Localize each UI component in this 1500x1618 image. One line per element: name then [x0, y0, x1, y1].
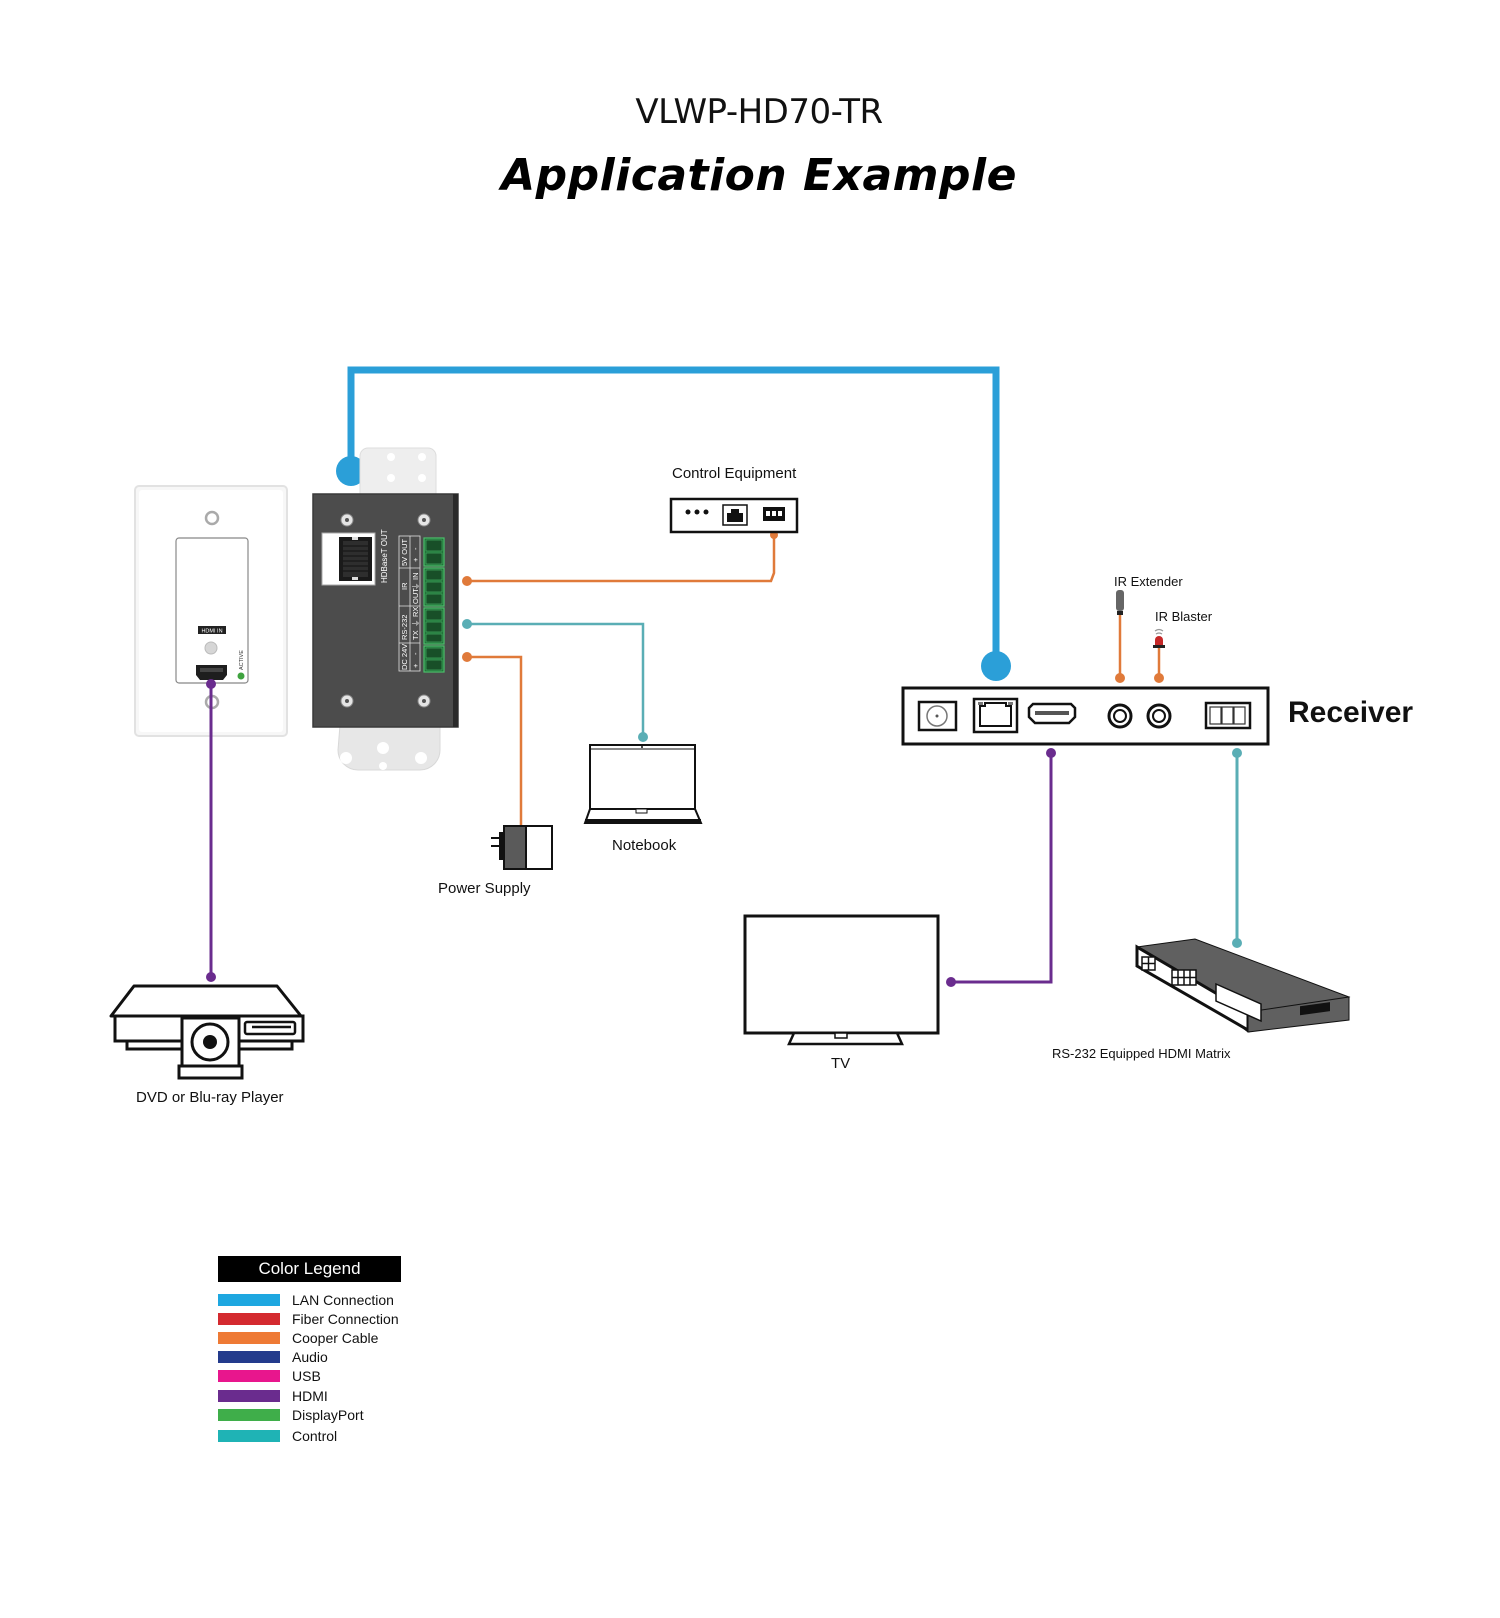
- ir-blaster-icon: [1153, 628, 1165, 683]
- legend-label: HDMI: [292, 1387, 328, 1404]
- legend-label: Fiber Connection: [292, 1310, 399, 1327]
- terminal-group-label: 5V OUT: [400, 538, 409, 566]
- svg-text:-: -: [411, 547, 420, 550]
- svg-text:+: +: [411, 663, 420, 668]
- legend-item: Control: [218, 1426, 401, 1445]
- ir-blaster-label: IR Blaster: [1155, 609, 1213, 624]
- hdbaset-port-icon: [321, 532, 376, 586]
- dvd-player-icon: [109, 984, 305, 1080]
- color-legend: Color Legend LAN Connection Fiber Connec…: [218, 1256, 401, 1446]
- screw-icon: [340, 513, 431, 708]
- legend-item: Cooper Cable: [218, 1328, 401, 1347]
- hdmi-cable-display: [946, 748, 1056, 987]
- legend-swatch: [218, 1389, 280, 1402]
- hdmi-port-icon: [196, 665, 227, 680]
- tv-label: TV: [831, 1055, 851, 1072]
- lan-connector-receiver: [981, 651, 1011, 681]
- svg-text:TX: TX: [411, 630, 420, 640]
- ir-jack-icon: [1107, 703, 1172, 729]
- legend-label: Audio: [292, 1349, 328, 1366]
- legend-label: LAN Connection: [292, 1291, 394, 1308]
- power-supply-icon: [491, 825, 553, 870]
- legend-title: Color Legend: [218, 1256, 401, 1282]
- rs232-cable: [462, 619, 648, 742]
- legend-label: USB: [292, 1368, 321, 1385]
- legend-label: Cooper Cable: [292, 1329, 379, 1346]
- ir-sensor-icon: [204, 641, 218, 655]
- svg-text:⏚: ⏚: [411, 620, 420, 628]
- model-number: VLWP-HD70-TR: [635, 92, 883, 132]
- hdmi-in-label: HDMI IN: [201, 629, 222, 635]
- control-cable-matrix: [1232, 748, 1242, 948]
- notebook-icon: [583, 744, 703, 824]
- legend-item: LAN Connection: [218, 1290, 401, 1309]
- svg-text:RX: RX: [411, 607, 420, 617]
- terminal-port-icon: [763, 507, 785, 521]
- terminal-port-icon: [1204, 701, 1252, 730]
- legend-label: DisplayPort: [292, 1406, 364, 1423]
- lan-cable: [336, 366, 1011, 681]
- svg-text:+: +: [411, 557, 420, 562]
- hdmi-port-icon: [1027, 702, 1077, 725]
- legend-swatch: [218, 1370, 280, 1383]
- legend-swatch: [218, 1408, 280, 1421]
- legend-item: Fiber Connection: [218, 1309, 401, 1328]
- svg-text:IN: IN: [411, 573, 420, 581]
- control-equipment: [669, 497, 799, 534]
- power-cable: [462, 652, 523, 826]
- terminal-group-label: RS-232: [400, 615, 409, 640]
- terminal-group-label: DC 24V: [400, 644, 409, 670]
- lan-connector-transmitter: [336, 456, 366, 486]
- power-supply-label: Power Supply: [438, 880, 531, 897]
- terminal-group-label: IR: [400, 582, 409, 590]
- legend-swatch: [218, 1312, 280, 1325]
- tv-icon: [743, 914, 940, 1046]
- hdmi-matrix-label: RS-232 Equipped HDMI Matrix: [1052, 1046, 1231, 1061]
- legend-swatch: [218, 1293, 280, 1306]
- ethernet-port-icon: [972, 697, 1019, 734]
- page-title: Application Example: [501, 150, 1017, 201]
- screw-hole-icon: [204, 510, 220, 526]
- wall-plate: HDMI IN ACTIVE: [134, 485, 288, 737]
- ethernet-port-icon: [722, 504, 748, 526]
- active-led-icon: [237, 672, 245, 680]
- receiver-label: Receiver: [1288, 696, 1414, 729]
- hdmi-matrix-icon: [1135, 938, 1351, 1033]
- svg-text:⏚: ⏚: [411, 583, 420, 591]
- legend-label: Control: [292, 1427, 338, 1444]
- dvd-player-label: DVD or Blu-ray Player: [136, 1089, 284, 1106]
- legend-swatch: [218, 1429, 280, 1442]
- receiver-device: [901, 686, 1270, 746]
- transmitter: HDBaseT OUT 5V OUT IR RS-232 DC 24V - + …: [312, 447, 459, 771]
- hdbaset-out-label: HDBaseT OUT: [380, 529, 389, 583]
- legend-item: HDMI: [218, 1386, 401, 1405]
- hdmi-cable-source: [206, 679, 216, 982]
- legend-item: Audio: [218, 1348, 401, 1367]
- legend-item: USB: [218, 1367, 401, 1386]
- ir-extender-label: IR Extender: [1114, 574, 1183, 589]
- legend-swatch: [218, 1351, 280, 1364]
- ir-cable: [462, 531, 778, 586]
- notebook-label: Notebook: [612, 837, 677, 854]
- control-equipment-label: Control Equipment: [672, 465, 797, 482]
- ir-extender-icon: [1115, 590, 1125, 683]
- svg-text:-: -: [411, 652, 420, 655]
- legend-swatch: [218, 1331, 280, 1344]
- legend-item: DisplayPort: [218, 1405, 401, 1424]
- svg-text:OUT: OUT: [411, 588, 420, 604]
- power-port-icon: [917, 700, 958, 732]
- active-label: ACTIVE: [239, 650, 245, 670]
